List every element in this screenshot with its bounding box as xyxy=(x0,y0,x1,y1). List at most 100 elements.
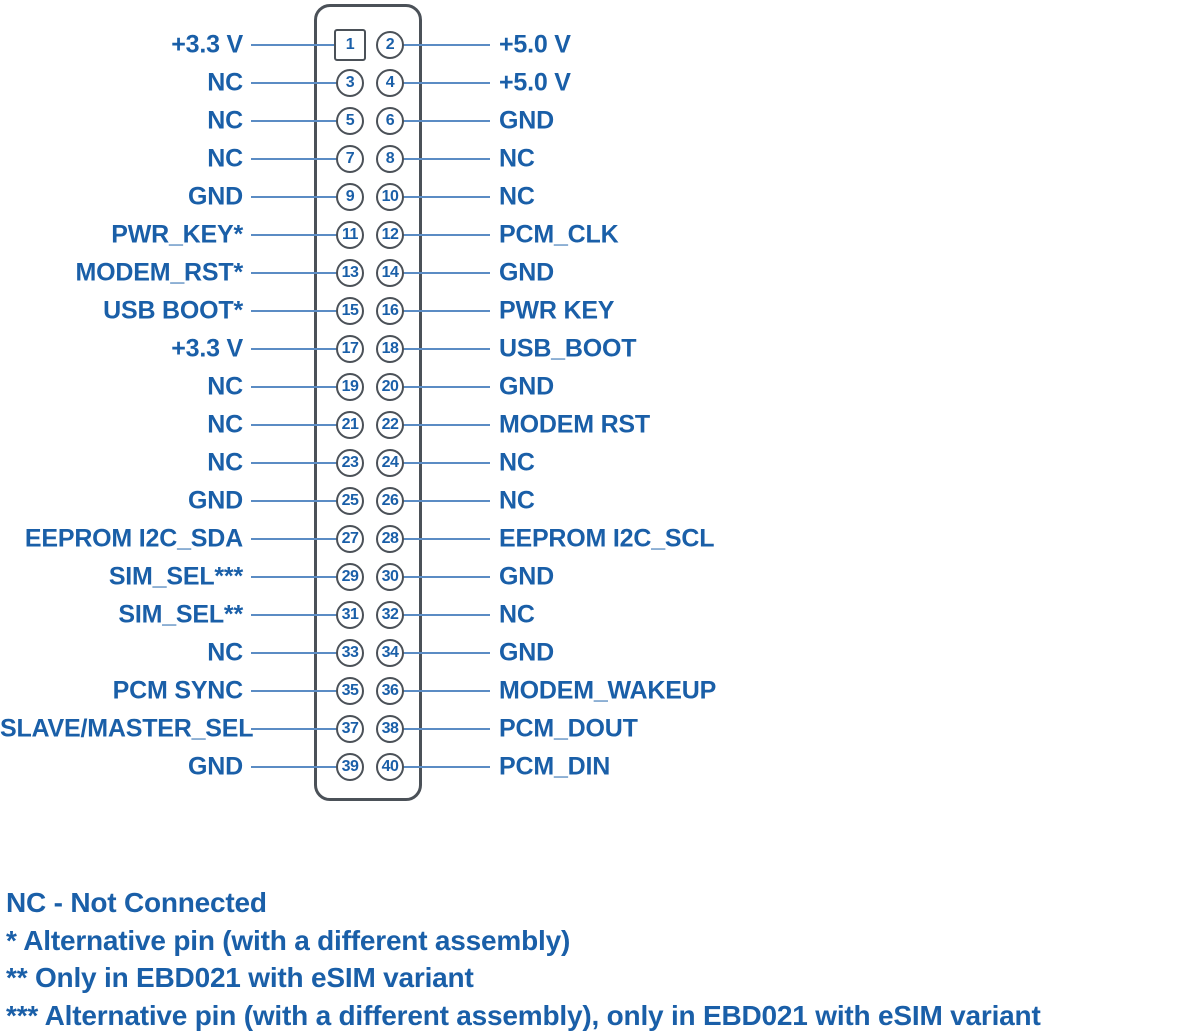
right-pin-wire xyxy=(403,575,490,578)
left-pin-label: NC xyxy=(207,410,243,438)
pin-29: 29 xyxy=(336,562,364,591)
left-pin-wire xyxy=(251,157,337,160)
left-pin-label: GND xyxy=(188,182,243,210)
right-pin-wire xyxy=(403,689,490,692)
pin-14: 14 xyxy=(376,258,404,287)
pin-26: 26 xyxy=(376,486,404,515)
left-pin-wire xyxy=(251,727,337,730)
connector-body-outline xyxy=(314,4,422,801)
right-pin-wire xyxy=(403,309,490,312)
left-pin-wire xyxy=(251,195,337,198)
right-pin-wire xyxy=(403,43,490,46)
pin-13: 13 xyxy=(336,258,364,287)
right-pin-label: GND xyxy=(499,562,554,590)
left-pin-label: SIM_SEL*** xyxy=(108,562,243,590)
pin-1: 1 xyxy=(334,28,366,61)
left-pin-label: GND xyxy=(188,486,243,514)
left-pin-wire xyxy=(251,309,337,312)
right-pin-wire xyxy=(403,727,490,730)
left-pin-wire xyxy=(251,651,337,654)
left-pin-label: EEPROM I2C_SDA xyxy=(24,524,243,552)
left-pin-wire xyxy=(251,119,337,122)
left-pin-label: SIM_SEL** xyxy=(118,600,243,628)
pin-34: 34 xyxy=(376,638,404,667)
right-pin-wire xyxy=(403,423,490,426)
right-pin-wire xyxy=(403,271,490,274)
right-pin-label: MODEM RST xyxy=(499,410,650,438)
footnote: ** Only in EBD021 with eSIM variant xyxy=(6,962,474,993)
left-pin-label: NC xyxy=(207,68,243,96)
pin-36: 36 xyxy=(376,676,404,705)
right-pin-label: USB_BOOT xyxy=(499,334,637,362)
pin-row: GND 39 40 PCM_DIN xyxy=(0,748,1200,786)
right-pin-label: GND xyxy=(499,106,554,134)
left-pin-label: NC xyxy=(207,144,243,172)
pin-38: 38 xyxy=(376,714,404,743)
left-pin-label: +3.3 V xyxy=(171,30,243,58)
right-pin-label: PCM_DIN xyxy=(499,752,611,780)
right-pin-wire xyxy=(403,537,490,540)
right-pin-label: GND xyxy=(499,372,554,400)
pin-33: 33 xyxy=(336,638,364,667)
left-pin-label: GND xyxy=(188,752,243,780)
pin-21: 21 xyxy=(336,410,364,439)
pin-19: 19 xyxy=(336,372,364,401)
pin-39: 39 xyxy=(336,752,364,781)
left-pin-label: NC xyxy=(207,106,243,134)
pin-40: 40 xyxy=(376,752,404,781)
left-pin-label: NC xyxy=(207,448,243,476)
right-pin-label: NC xyxy=(499,144,535,172)
right-pin-label: NC xyxy=(499,448,535,476)
right-pin-label: +5.0 V xyxy=(499,30,571,58)
right-pin-label: GND xyxy=(499,258,554,286)
right-pin-label: PCM_CLK xyxy=(499,220,619,248)
right-pin-wire xyxy=(403,233,490,236)
right-pin-label: MODEM_WAKEUP xyxy=(499,676,717,704)
left-pin-label: +3.3 V xyxy=(171,334,243,362)
left-pin-wire xyxy=(251,765,337,768)
left-pin-wire xyxy=(251,423,337,426)
right-pin-label: PCM_DOUT xyxy=(499,714,638,742)
pin-row: NC 19 20 GND xyxy=(0,368,1200,406)
pin-7: 7 xyxy=(336,144,364,173)
right-pin-wire xyxy=(403,651,490,654)
left-pin-wire xyxy=(251,575,337,578)
pin-10: 10 xyxy=(376,182,404,211)
left-pin-wire xyxy=(251,233,337,236)
pin-25: 25 xyxy=(336,486,364,515)
right-pin-wire xyxy=(403,765,490,768)
left-pin-label: USB BOOT* xyxy=(103,296,243,324)
pin-8: 8 xyxy=(376,144,404,173)
pin-22: 22 xyxy=(376,410,404,439)
right-pin-label: NC xyxy=(499,600,535,628)
pin-row: SIM_SEL*** 29 30 GND xyxy=(0,558,1200,596)
right-pin-wire xyxy=(403,385,490,388)
right-pin-label: PWR KEY xyxy=(499,296,615,324)
pin-27: 27 xyxy=(336,524,364,553)
pin-30: 30 xyxy=(376,562,404,591)
pin-6: 6 xyxy=(376,106,404,135)
pin-37: 37 xyxy=(336,714,364,743)
pin-row: NC 21 22 MODEM RST xyxy=(0,406,1200,444)
pin-9: 9 xyxy=(336,182,364,211)
pin-3: 3 xyxy=(336,68,364,97)
pin-20: 20 xyxy=(376,372,404,401)
footnote: * Alternative pin (with a different asse… xyxy=(6,924,571,956)
left-pin-wire xyxy=(251,81,337,84)
right-pin-wire xyxy=(403,461,490,464)
left-pin-label: NC xyxy=(207,372,243,400)
left-pin-wire xyxy=(251,271,337,274)
